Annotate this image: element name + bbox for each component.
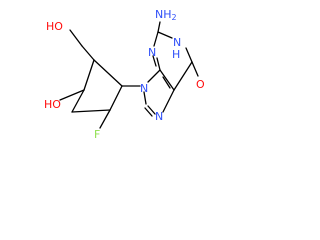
nh-label: N — [173, 36, 181, 49]
bond-c2-nh2 — [157, 21, 161, 33]
bond-c4a-c5a-inner — [162, 76, 171, 89]
bond-c4a-n3-double — [152, 55, 157, 67]
bond-c6-c5a — [173, 61, 193, 91]
keto-o-text: O — [196, 78, 205, 91]
structure-diagram: NH2 N H N N N O HO HO F — [0, 0, 228, 152]
bond-c2-ch2 — [81, 45, 95, 61]
amino-n: NH — [155, 8, 172, 21]
bond-c6-o — [191, 61, 199, 77]
n9-text: N — [140, 82, 148, 95]
bond-n7-c8 — [147, 105, 156, 115]
bond-c4a-c5a — [159, 69, 175, 91]
fluoro-text: F — [94, 128, 100, 141]
nh-h-label: H — [172, 48, 180, 61]
bond-n9-c4a — [147, 69, 161, 83]
bond-c8-n9 — [143, 91, 147, 105]
bond-c2-c3 — [93, 59, 123, 87]
nh-n: N — [173, 36, 181, 49]
n9-label: N — [140, 82, 148, 95]
bond-c2-n1 — [157, 31, 173, 39]
nh-h: H — [172, 48, 180, 61]
n3-label: N — [148, 46, 156, 59]
bond-c5-c1 — [71, 89, 85, 113]
bond-ch2-o — [69, 29, 83, 47]
hydroxymethyl-label: HO — [46, 20, 63, 33]
bond-c4-f — [99, 109, 111, 129]
hydroxy-label: HO — [44, 98, 61, 111]
bond-c5a-n7 — [162, 89, 175, 113]
atom-labels: NH2 N H N N N O HO HO F — [44, 8, 205, 141]
bond-c1-c2 — [83, 59, 95, 91]
fluoro-label: F — [94, 128, 100, 141]
n7-text: N — [155, 110, 163, 123]
bonds — [59, 21, 199, 129]
bond-c3-c4 — [109, 85, 123, 111]
bond-n7-c8-double — [144, 107, 153, 117]
amino-sub: 2 — [172, 13, 177, 22]
bond-n3-c2 — [153, 31, 159, 47]
n7-label: N — [155, 110, 163, 123]
bond-c4-c5 — [71, 109, 111, 113]
hydroxymethyl-text: HO — [46, 20, 63, 33]
amino-label: NH2 — [155, 8, 177, 22]
bond-c4a-n3 — [156, 57, 161, 71]
n3-text: N — [148, 46, 156, 59]
keto-o-label: O — [196, 78, 205, 91]
molecule-svg: NH2 N H N N N O HO HO F — [44, 8, 205, 141]
bond-c1-oh — [59, 89, 85, 101]
bond-n1-c6 — [185, 47, 193, 63]
hydroxy-text: HO — [44, 98, 61, 111]
